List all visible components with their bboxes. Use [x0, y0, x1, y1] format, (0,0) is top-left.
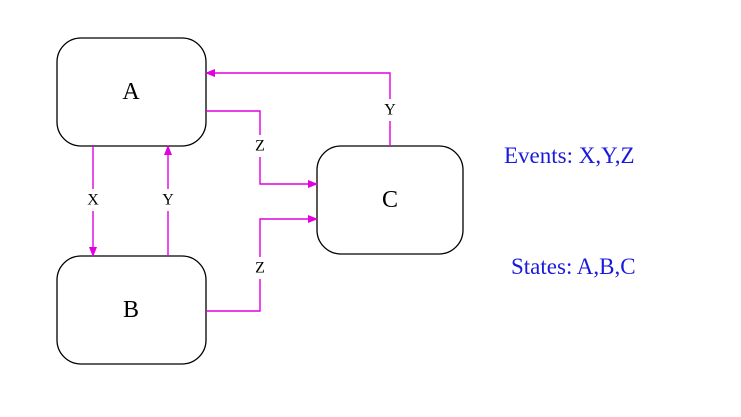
transition-b-to-a: Y: [159, 145, 177, 256]
transition-b-to-c: Z: [206, 215, 318, 312]
state-a-box: [56, 37, 207, 147]
transition-a-to-c: Z: [206, 110, 318, 188]
events-legend: Events: X,Y,Z: [504, 143, 635, 168]
transition-a-to-c-label: Z: [255, 138, 265, 155]
state-b-label: B: [123, 297, 139, 323]
transition-c-to-a-arrow: [205, 69, 391, 146]
state-c: C: [316, 145, 464, 255]
transition-b-to-c-label: Z: [255, 260, 265, 277]
state-b-box: [56, 255, 207, 365]
state-a: A: [56, 37, 207, 147]
states-legend: States: A,B,C: [511, 254, 636, 279]
transition-a-to-b: X: [84, 146, 102, 257]
transition-b-to-a-label: Y: [162, 192, 174, 209]
transition-c-to-a-label: Y: [384, 102, 396, 119]
state-b: B: [56, 255, 207, 365]
transition-a-to-b-label: X: [87, 192, 99, 209]
state-c-label: C: [382, 187, 398, 213]
transition-c-to-a: Y: [205, 69, 399, 146]
state-a-label: A: [122, 79, 140, 105]
